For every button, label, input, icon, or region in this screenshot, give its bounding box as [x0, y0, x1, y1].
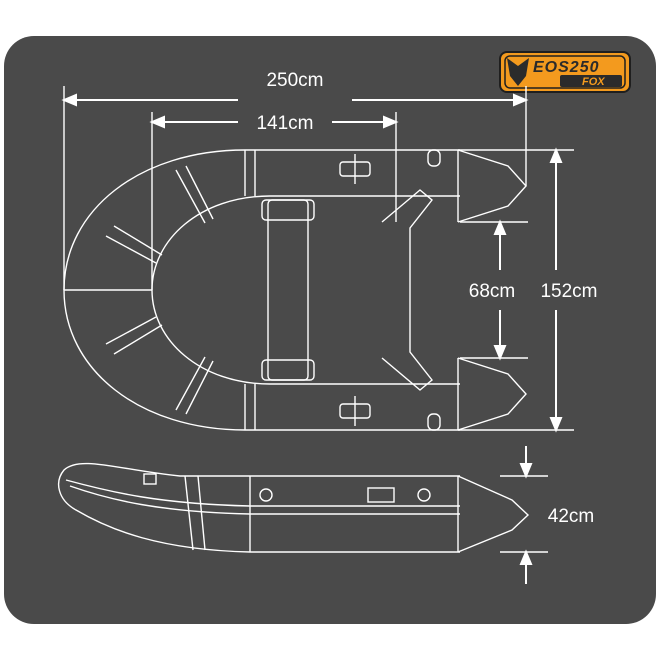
- boat-top-view: [63, 149, 527, 431]
- seat-strap-bottom: [261, 359, 315, 381]
- logo-model-text: EOS250: [533, 59, 599, 76]
- transom-bar: [381, 189, 433, 391]
- label-overall-length: 250cm: [266, 70, 323, 91]
- side-view-outline: [57, 462, 460, 553]
- label-inner-width: 68cm: [469, 281, 515, 302]
- oarlock-bottom: [339, 396, 371, 426]
- stern-cone-bottom: [457, 357, 527, 431]
- logo-brand-text: FOX: [582, 76, 605, 88]
- dimension-lines: [61, 86, 574, 584]
- label-overall-width: 152cm: [540, 281, 597, 302]
- side-stern-cone: [457, 475, 530, 553]
- side-valve-left: [259, 488, 273, 502]
- label-inner-length: 141cm: [256, 113, 313, 134]
- seat-strap-top: [261, 199, 315, 221]
- oarlock-top: [339, 154, 371, 184]
- label-tube-height: 42cm: [548, 506, 594, 527]
- side-label-patch: [367, 487, 395, 503]
- valve-top: [427, 149, 441, 167]
- side-bow-patch: [143, 473, 157, 485]
- eos-fox-logo: EOS250 FOX: [499, 51, 631, 93]
- side-valve-right: [417, 488, 431, 502]
- background-panel: [4, 36, 656, 624]
- fox-head-icon: [507, 58, 529, 86]
- boat-side-view: [57, 462, 530, 553]
- valve-bottom: [427, 413, 441, 431]
